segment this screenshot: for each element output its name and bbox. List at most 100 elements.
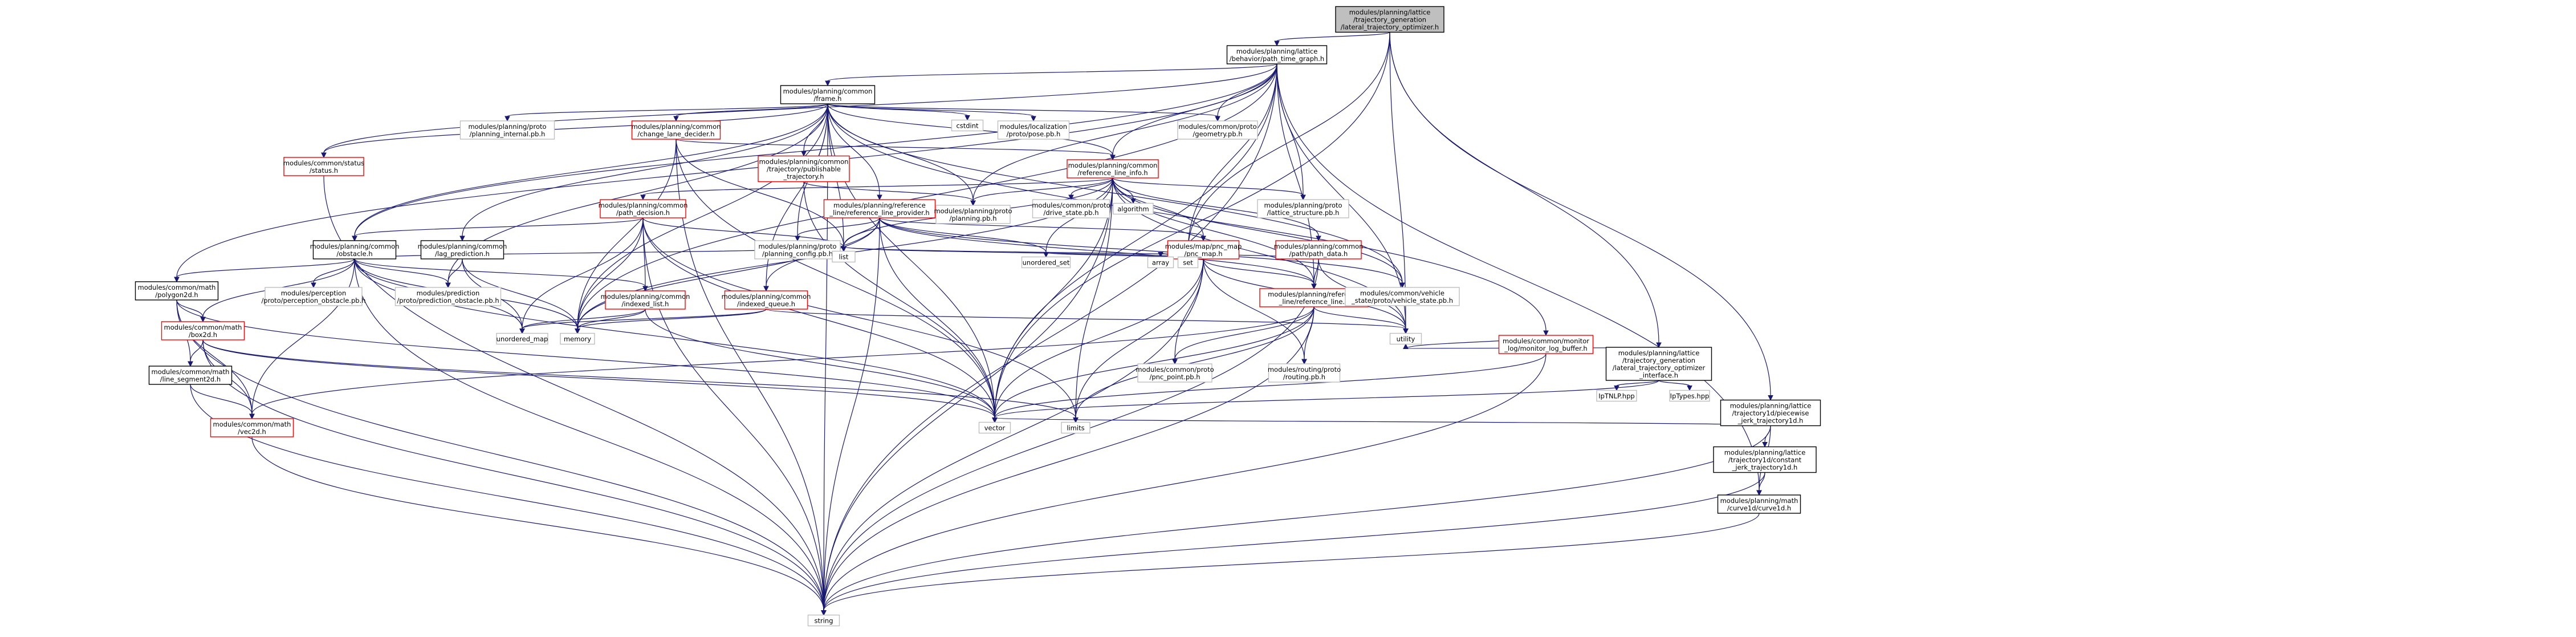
- node-polygon2d[interactable]: modules/common/math/polygon2d.h: [135, 281, 219, 301]
- node-box2d[interactable]: modules/common/math/box2d.h: [161, 321, 245, 340]
- edge-line: [176, 299, 204, 318]
- node-box: [1177, 120, 1258, 140]
- node-vec2d[interactable]: modules/common/math/vec2d.h: [210, 418, 294, 437]
- node-curve1d[interactable]: modules/planning/math/curve1d/curve1d.h: [1717, 494, 1801, 514]
- node-label-line: vector: [984, 424, 1006, 432]
- edge-line: [202, 339, 824, 611]
- edge-line: [354, 63, 1277, 237]
- node-label-line: modules/planning/common: [1274, 242, 1364, 250]
- node-perception_obstacle[interactable]: modules/perception/proto/perception_obst…: [261, 287, 366, 306]
- node-box: [1605, 347, 1712, 381]
- node-prediction_obstacle[interactable]: modules/prediction/proto/prediction_obst…: [394, 287, 502, 306]
- node-algorithm[interactable]: algorithm: [1113, 202, 1154, 215]
- node-indexed_list[interactable]: modules/planning/common/indexed_list.h: [601, 290, 690, 310]
- edge-line: [879, 217, 1403, 283]
- edge-line: [354, 103, 828, 237]
- node-label-line: modules/planning/math: [1720, 497, 1798, 505]
- edge-polygon2d-to-box2d: [176, 299, 206, 323]
- node-label-line: modules/planning/common: [310, 242, 400, 250]
- node-utility[interactable]: utility: [1389, 332, 1422, 345]
- edge-lat_if-to-vector: [992, 380, 1659, 423]
- node-monitor_log[interactable]: modules/common/monitor_log/monitor_log_b…: [1498, 335, 1594, 354]
- node-pnc_point[interactable]: modules/common/proto/pnc_point.pb.h: [1136, 363, 1214, 383]
- edge-root-to-ptg: [1274, 31, 1390, 47]
- node-vehicle_state[interactable]: modules/common/vehicle_state/proto/vehic…: [1345, 287, 1460, 306]
- node-pwj[interactable]: modules/planning/lattice/trajectory1d/pi…: [1720, 399, 1821, 427]
- edge-line: [1187, 32, 1390, 253]
- edge-arrowhead: [321, 152, 327, 159]
- edge-line: [202, 339, 995, 418]
- edge-line: [1075, 258, 1204, 418]
- node-limits[interactable]: limits: [1061, 421, 1090, 434]
- edge-line: [1217, 63, 1277, 117]
- node-label-line: limits: [1067, 424, 1084, 432]
- node-cstdint[interactable]: cstdint: [951, 119, 984, 132]
- node-lag_prediction[interactable]: modules/planning/common/lag_prediction.h: [418, 240, 507, 259]
- edge-line: [823, 217, 880, 611]
- node-ipopt_types[interactable]: IpTypes.hpp: [1669, 389, 1710, 402]
- node-unordered_set[interactable]: unordered_set: [1021, 256, 1071, 269]
- edge-line: [827, 103, 880, 196]
- node-ref_line_provider[interactable]: modules/planning/reference_line/referenc…: [823, 199, 936, 218]
- node-label-line: utility: [1397, 335, 1415, 343]
- edge-arrowhead: [352, 236, 357, 242]
- node-label-line: /trajectory1d/piecewise: [1732, 409, 1809, 417]
- node-frame[interactable]: modules/planning/common/frame.h: [780, 85, 876, 104]
- edge-line: [1276, 63, 1406, 329]
- node-label-line: /change_lane_decider.h: [637, 130, 714, 138]
- node-publishable[interactable]: modules/planning/common/trajectory/publi…: [758, 155, 850, 182]
- node-drive_state[interactable]: modules/common/proto/drive_state.pb.h: [1032, 199, 1110, 218]
- node-pose[interactable]: modules/localization/proto/pose.pb.h: [997, 120, 1070, 140]
- node-label-line: /proto/prediction_obstacle.pb.h: [397, 297, 499, 305]
- edge-ref_line_provider-to-memory: [575, 217, 880, 334]
- node-label-line: modules/common/math: [152, 368, 230, 376]
- node-ipopt_tnlp[interactable]: IpTNLP.hpp: [1596, 389, 1637, 402]
- edge-line: [1389, 32, 1771, 396]
- node-array[interactable]: array: [1147, 256, 1174, 269]
- edge-line: [827, 103, 968, 116]
- edge-line: [323, 103, 828, 153]
- node-planning_config[interactable]: modules/planning/proto/planning_config.p…: [754, 240, 841, 259]
- edge-line: [1174, 306, 1315, 360]
- node-path_data[interactable]: modules/planning/common/path/path_data.h: [1274, 240, 1364, 259]
- node-list[interactable]: list: [832, 250, 856, 263]
- edge-line: [803, 181, 995, 418]
- edge-line_segment-to-vec2d: [190, 384, 255, 420]
- node-unordered_map[interactable]: unordered_map: [496, 332, 548, 345]
- node-change_lane[interactable]: modules/planning/common/change_lane_deci…: [632, 120, 721, 140]
- node-box: [1113, 202, 1154, 215]
- node-box: [997, 120, 1070, 140]
- node-root[interactable]: modules/planning/lattice/trajectory_gene…: [1335, 6, 1444, 33]
- edge-line: [577, 217, 880, 329]
- node-box: [1720, 399, 1821, 427]
- node-obstacle[interactable]: modules/planning/common/obstacle.h: [310, 240, 400, 259]
- node-lat_if[interactable]: modules/planning/lattice/trajectory_gene…: [1605, 347, 1712, 381]
- node-memory[interactable]: memory: [560, 332, 595, 345]
- node-geometry[interactable]: modules/common/proto/geometry.pb.h: [1177, 120, 1258, 140]
- node-string[interactable]: string: [807, 614, 840, 627]
- node-set[interactable]: set: [1177, 256, 1199, 269]
- node-path_decision[interactable]: modules/planning/common/path_decision.h: [599, 199, 688, 218]
- edge-line: [994, 417, 1771, 427]
- node-box: [1177, 256, 1199, 269]
- edge-lag_prediction-to-prediction_obstacle: [445, 258, 463, 289]
- node-label-line: /lateral_trajectory_optimizer: [1613, 364, 1706, 372]
- node-ptg[interactable]: modules/planning/lattice/behavior/path_t…: [1226, 45, 1328, 64]
- node-status[interactable]: modules/common/status/status.h: [283, 157, 364, 176]
- node-indexed_queue[interactable]: modules/planning/common/indexed_queue.h: [722, 290, 811, 310]
- node-box: [1389, 332, 1422, 345]
- edge-line: [823, 258, 1204, 611]
- node-ref_line_info[interactable]: modules/planning/common/reference_line_i…: [1067, 159, 1159, 178]
- edge-line: [823, 258, 1319, 611]
- node-routing[interactable]: modules/routing/proto/routing.pb.h: [1268, 363, 1341, 383]
- node-pnc_map[interactable]: modules/map/pnc_map/pnc_map.h: [1165, 240, 1242, 259]
- node-planning_internal[interactable]: modules/planning/proto/planning_internal…: [459, 120, 555, 140]
- node-lattice_structure[interactable]: modules/planning/proto/lattice_structure…: [1257, 199, 1349, 218]
- node-line_segment[interactable]: modules/common/math/line_segment2d.h: [148, 366, 233, 385]
- edge-line: [522, 309, 646, 330]
- node-box: [459, 120, 555, 140]
- node-cjt[interactable]: modules/planning/lattice/trajectory1d/co…: [1713, 446, 1817, 473]
- node-planning_pb[interactable]: modules/planning/proto/planning.pb.h: [934, 205, 1012, 224]
- node-vector[interactable]: vector: [978, 421, 1011, 434]
- edge-arrowhead: [1756, 490, 1762, 496]
